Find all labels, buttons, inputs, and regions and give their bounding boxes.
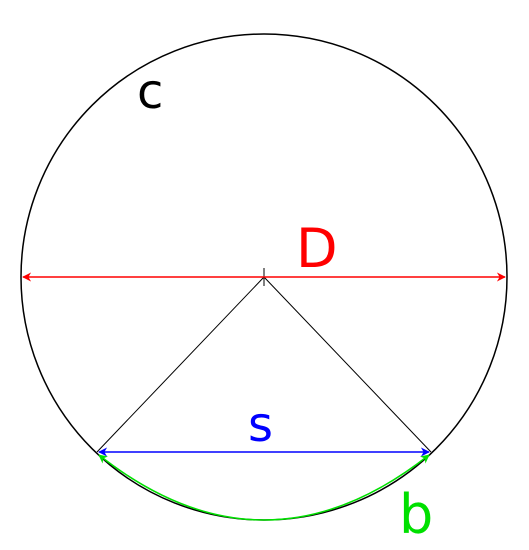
radius-line-right [263, 276, 432, 453]
circumference-label: c [137, 64, 163, 120]
radius-line-left [96, 276, 265, 453]
arc-label: b [399, 483, 433, 546]
arc-curve [98, 454, 430, 521]
diameter-label: D [296, 217, 338, 280]
chord-label: s [248, 397, 273, 453]
